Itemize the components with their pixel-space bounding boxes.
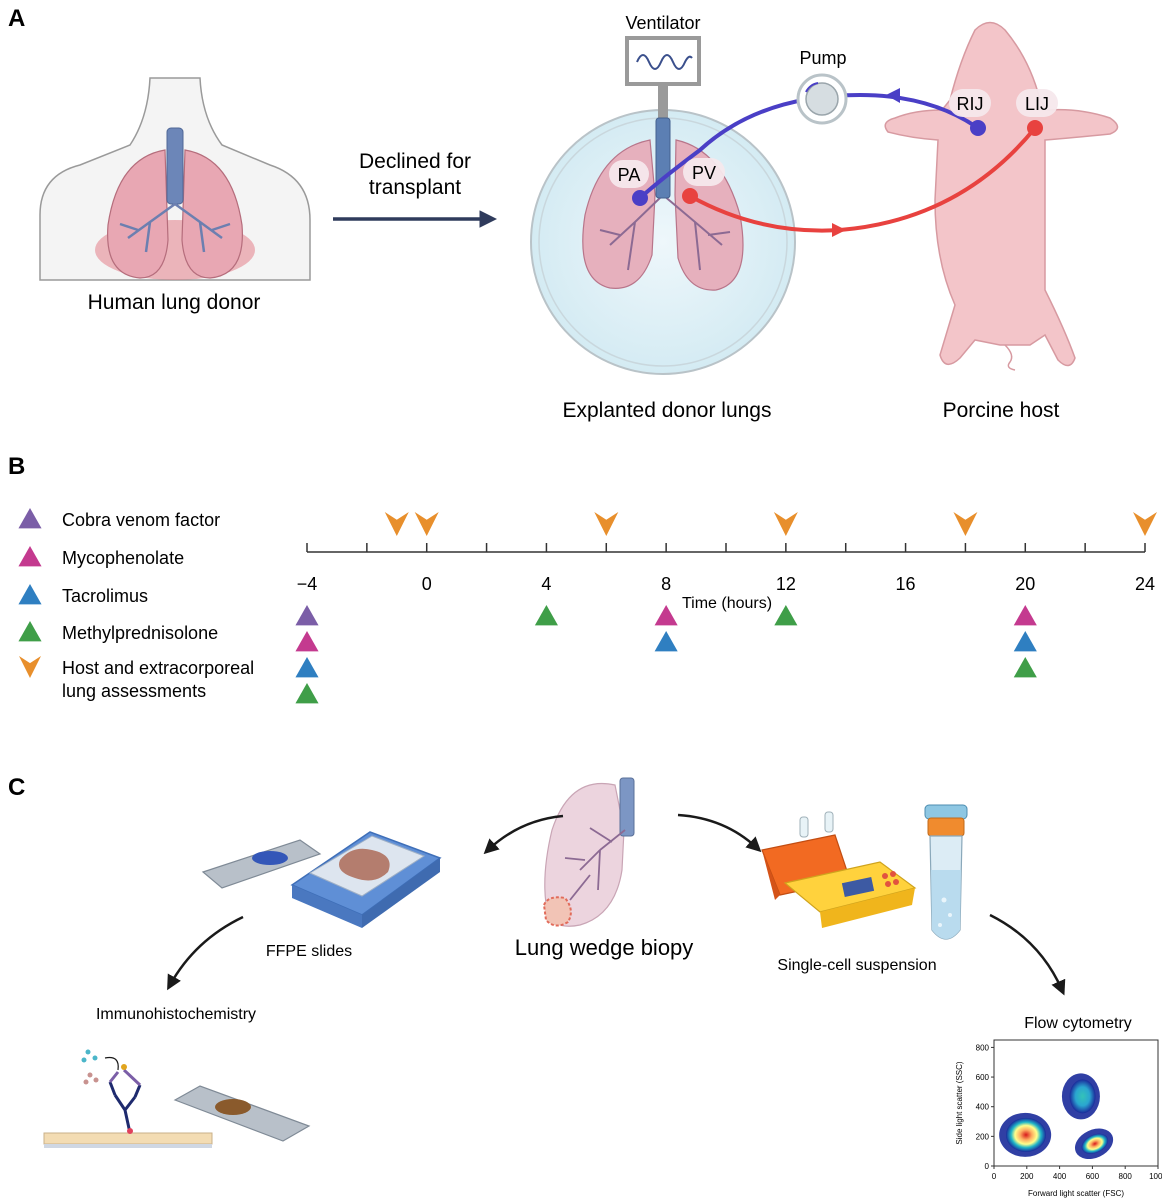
ventilator <box>625 36 701 121</box>
host-label: Porcine host <box>943 399 1060 422</box>
dose-methylprednisolone <box>774 605 798 626</box>
flow-y-tick-label: 600 <box>976 1073 990 1082</box>
pump-label: Pump <box>799 48 846 68</box>
dose-tacrolimus <box>1013 631 1037 652</box>
assessment-marker <box>594 512 619 536</box>
legend-icon-methylprednisolone <box>18 621 42 642</box>
assessment-marker <box>953 512 978 536</box>
flow-y-tick-label: 200 <box>976 1132 990 1141</box>
dose-mycophenolate <box>654 605 678 626</box>
pump <box>796 73 848 125</box>
lij-dot <box>1027 120 1043 136</box>
flow-y-tick-label: 0 <box>985 1162 990 1171</box>
legend-icon-cobra-venom-factor <box>18 508 42 529</box>
rij-label: RIJ <box>957 94 984 114</box>
flow-x-tick-label: 200 <box>1020 1172 1034 1181</box>
flow-x-tick-label: 400 <box>1053 1172 1067 1181</box>
pv-label: PV <box>692 163 716 183</box>
tick-label: 0 <box>422 574 432 594</box>
assessment-marker <box>414 512 439 536</box>
dose-cobra-venom-factor <box>295 605 319 626</box>
dose-tacrolimus <box>295 657 319 678</box>
flow-x-label: Forward light scatter (FSC) <box>1028 1189 1124 1198</box>
population-granulocytes-core <box>1069 1079 1096 1114</box>
population-monocytes-core <box>1081 1133 1109 1154</box>
population-lymphocytes-core <box>1005 1117 1046 1152</box>
venous-line <box>638 92 980 200</box>
arrow-to-flow <box>989 913 1066 996</box>
rij-dot <box>970 120 986 136</box>
arrow-label-line1: Declined for <box>359 150 471 173</box>
arrow-to-ffpe <box>483 814 564 855</box>
tick-label: −4 <box>297 574 318 594</box>
flow-label: Flow cytometry <box>1024 1015 1132 1032</box>
ventilator-label: Ventilator <box>625 13 700 33</box>
donor-label: Human lung donor <box>88 291 261 314</box>
legend-icon-mycophenolate <box>18 546 42 567</box>
arrow-to-suspension <box>677 813 762 853</box>
flow-x-tick-label: 0 <box>992 1172 997 1181</box>
flow-y-tick-label: 800 <box>976 1043 990 1052</box>
pig-host-illustration <box>884 21 1119 371</box>
explanted-label: Explanted donor lungs <box>563 399 772 422</box>
tick-label: 24 <box>1135 574 1155 594</box>
biopsy-lung-illustration <box>542 777 635 927</box>
ihc-illustration <box>43 1049 311 1148</box>
arterial-line <box>689 126 1037 233</box>
legend-label-mycophenolate: Mycophenolate <box>62 548 184 568</box>
dose-mycophenolate <box>295 631 319 652</box>
dose-methylprednisolone <box>534 605 558 626</box>
assessment-marker <box>773 512 798 536</box>
pa-dot <box>632 190 648 206</box>
lij-label: LIJ <box>1025 94 1049 114</box>
ihc-label: Immunohistochemistry <box>96 1006 256 1023</box>
legend-icon-tacrolimus <box>18 584 42 605</box>
timeline-axis-title: Time (hours) <box>682 595 772 612</box>
biopsy-label: Lung wedge biopy <box>515 935 694 960</box>
legend-label-cobra-venom-factor: Cobra venom factor <box>62 510 220 530</box>
flow-x-tick-label: 600 <box>1086 1172 1100 1181</box>
pa-label: PA <box>618 165 641 185</box>
flow-y-tick-label: 400 <box>976 1103 990 1112</box>
dosing-legend: Cobra venom factorMycophenolateTacrolimu… <box>18 508 254 701</box>
panel-b-letter: B <box>8 453 25 480</box>
tick-label: 12 <box>776 574 796 594</box>
tick-label: 4 <box>541 574 551 594</box>
suspension-label: Single-cell suspension <box>777 957 936 974</box>
arrow-label-line2: transplant <box>369 176 461 199</box>
ffpe-illustration <box>201 831 442 928</box>
assessment-marker <box>1133 512 1157 536</box>
tick-label: 8 <box>661 574 671 594</box>
panel-a-letter: A <box>8 5 25 32</box>
tick-label: 20 <box>1015 574 1035 594</box>
legend-label-host-and-extracorporeal: Host and extracorporeal <box>62 658 254 678</box>
tick-label: 16 <box>896 574 916 594</box>
flow-x-tick-label: 800 <box>1119 1172 1133 1181</box>
ffpe-label: FFPE slides <box>266 943 352 960</box>
panel-c-letter: C <box>8 774 25 801</box>
venous-flow-arrow <box>886 88 900 103</box>
human-donor-illustration <box>39 77 311 281</box>
pv-dot <box>682 188 698 204</box>
legend-label2-host-and-extracorporeal: lung assessments <box>62 681 206 701</box>
assessment-marker <box>384 512 409 536</box>
arterial-flow-arrow <box>832 223 846 237</box>
trachea <box>655 117 671 199</box>
legend-label-tacrolimus: Tacrolimus <box>62 586 148 606</box>
flow-y-label: Side light scatter (SSC) <box>955 1061 964 1144</box>
dose-methylprednisolone <box>295 683 319 704</box>
arrow-to-ihc <box>167 915 244 991</box>
dose-tacrolimus <box>654 631 678 652</box>
legend-icon-host-and-extracorporeal <box>19 656 41 678</box>
dose-mycophenolate <box>1013 605 1037 626</box>
suspension-illustration <box>761 804 968 940</box>
legend-label-methylprednisolone: Methylprednisolone <box>62 623 218 643</box>
dose-methylprednisolone <box>1013 657 1037 678</box>
